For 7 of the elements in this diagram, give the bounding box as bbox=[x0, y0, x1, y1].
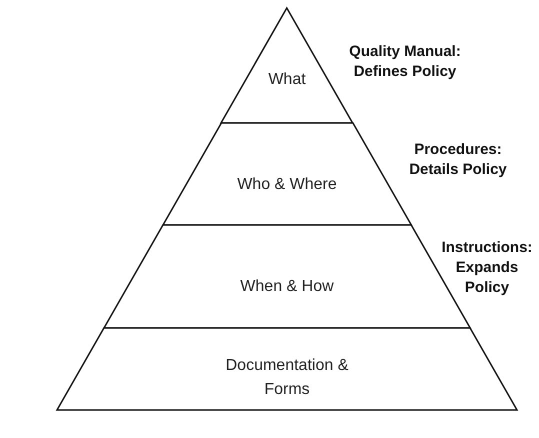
tier-description: Quality Manual: Defines Policy bbox=[348, 42, 462, 82]
tier-label: Who & Where bbox=[236, 175, 338, 195]
tier-label: What bbox=[267, 70, 307, 90]
tier-description: Procedures: Details Policy bbox=[408, 140, 508, 180]
tier-label: Documentation & Forms bbox=[224, 356, 350, 400]
tier-label: When & How bbox=[239, 277, 335, 297]
tier-description: Instructions: Expands Policy bbox=[440, 238, 534, 298]
